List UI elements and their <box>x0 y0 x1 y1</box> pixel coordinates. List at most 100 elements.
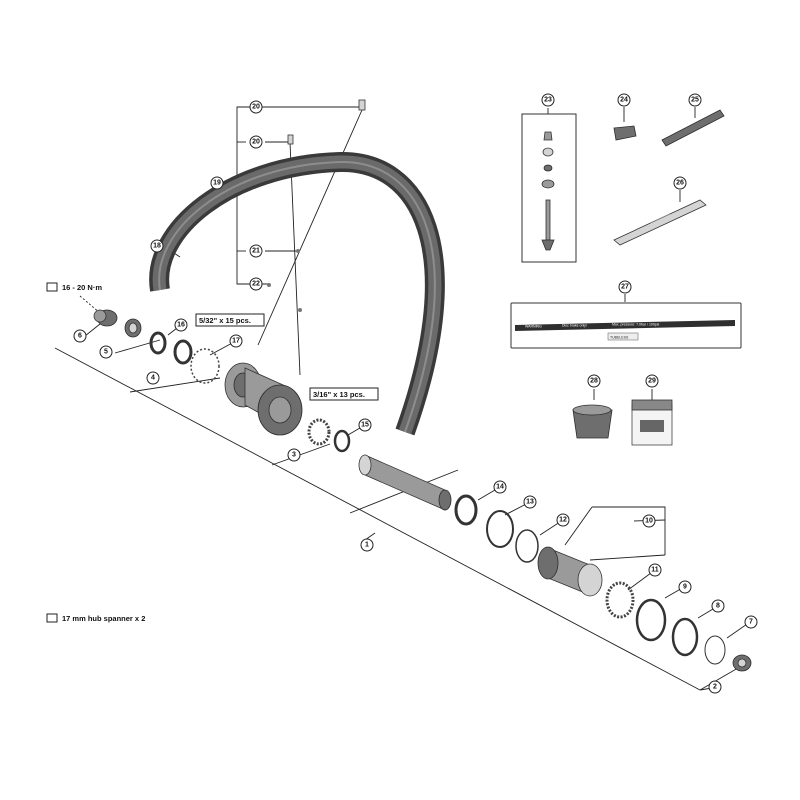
brake-label: Disc brake only! <box>562 324 587 328</box>
leader-lines <box>54 106 751 691</box>
ring-13 <box>486 510 514 548</box>
svg-text:4: 4 <box>151 375 155 382</box>
callout-22: 22 <box>249 277 263 291</box>
svg-text:11: 11 <box>651 567 659 574</box>
torque-text: 16 - 20 N·m <box>62 283 102 292</box>
callout-2: 2 <box>708 680 722 694</box>
callout-15: 15 <box>358 418 372 432</box>
right-end-cap <box>732 654 752 672</box>
ratchet-ring <box>605 581 635 619</box>
warning-label: WARNING <box>525 325 542 329</box>
ball-note-large: 5/32" x 15 pcs. <box>195 313 265 327</box>
callout-16: 16 <box>174 318 188 332</box>
callout-8: 8 <box>711 599 725 613</box>
pressure-label: Max. pressure: 7.0bar / 100psi <box>612 323 659 327</box>
svg-text:22: 22 <box>252 281 260 288</box>
callout-17: 17 <box>229 334 243 348</box>
callout-3: 3 <box>287 448 301 462</box>
svg-text:29: 29 <box>648 378 656 385</box>
svg-text:26: 26 <box>676 180 684 187</box>
callout-5: 5 <box>99 345 113 359</box>
spanner-note: 17 mm hub spanner x 2 <box>46 613 145 623</box>
hub-shell <box>224 362 303 436</box>
callout-28: 28 <box>587 374 601 388</box>
callout-9: 9 <box>678 580 692 594</box>
callout-13: 13 <box>523 495 537 509</box>
callout-27: 27 <box>618 280 632 294</box>
left-lock-nut <box>124 318 142 338</box>
svg-text:25: 25 <box>691 97 699 104</box>
axle <box>358 454 452 511</box>
svg-text:17: 17 <box>232 338 240 345</box>
ball-note-small: 3/16" x 13 pcs. <box>309 387 379 401</box>
svg-text:2: 2 <box>713 684 717 691</box>
callout-14: 14 <box>493 480 507 494</box>
svg-text:21: 21 <box>252 248 260 255</box>
bearing-left <box>173 339 193 365</box>
left-end-cap <box>93 309 118 327</box>
svg-text:18: 18 <box>153 243 161 250</box>
rim <box>149 151 445 436</box>
callout-18: 18 <box>150 239 164 253</box>
ball-small-text: 3/16" x 13 pcs. <box>313 390 365 399</box>
callout-1: 1 <box>360 538 374 552</box>
svg-text:14: 14 <box>496 484 504 491</box>
svg-text:12: 12 <box>559 517 567 524</box>
ring-12 <box>515 529 539 563</box>
valve-box <box>521 113 577 263</box>
callout-21: 21 <box>249 244 263 258</box>
svg-text:9: 9 <box>683 584 687 591</box>
svg-text:10: 10 <box>645 518 653 525</box>
tubeless-label: TUBELESS <box>610 336 629 340</box>
spoke-parts <box>267 99 366 312</box>
left-cone <box>149 331 167 355</box>
callout-20-washer: 20 <box>249 135 263 149</box>
ring-7 <box>704 635 726 665</box>
ring-9 <box>635 598 667 642</box>
cone-right <box>333 429 351 453</box>
nipple-washer-icon <box>287 134 294 145</box>
nipple-icon <box>358 99 366 111</box>
svg-text:20: 20 <box>252 139 260 146</box>
callout-23: 23 <box>541 93 555 107</box>
callout-7: 7 <box>744 615 758 629</box>
svg-text:8: 8 <box>716 603 720 610</box>
callout-12: 12 <box>556 513 570 527</box>
callout-20-top: 20 <box>249 100 263 114</box>
sticker-box-27: WARNING Disc brake only! Max. pressure: … <box>510 302 742 349</box>
svg-text:6: 6 <box>78 333 82 340</box>
callout-10: 10 <box>642 514 656 528</box>
ring-8 <box>671 617 699 657</box>
spanner-text: 17 mm hub spanner x 2 <box>62 614 145 623</box>
seal-17 <box>190 348 220 384</box>
callout-25: 25 <box>688 93 702 107</box>
body-28 <box>572 404 613 439</box>
bearing-right <box>307 418 331 446</box>
torque-note: 16 - 20 N·m <box>46 282 102 292</box>
freehub-body <box>537 546 603 597</box>
svg-text:23: 23 <box>544 97 552 104</box>
callout-26: 26 <box>673 176 687 190</box>
callout-29: 29 <box>645 374 659 388</box>
callout-6: 6 <box>73 329 87 343</box>
svg-text:27: 27 <box>621 284 629 291</box>
grease-jar-29 <box>631 399 673 446</box>
svg-text:28: 28 <box>590 378 598 385</box>
svg-text:15: 15 <box>361 422 369 429</box>
svg-text:19: 19 <box>213 180 221 187</box>
svg-text:13: 13 <box>526 499 534 506</box>
callout-11: 11 <box>648 563 662 577</box>
spoke-wrench-25 <box>661 109 725 147</box>
rim-tape-26 <box>613 199 707 246</box>
svg-text:16: 16 <box>177 322 185 329</box>
svg-text:5: 5 <box>104 349 108 356</box>
callout-19: 19 <box>210 176 224 190</box>
svg-text:24: 24 <box>620 97 628 104</box>
svg-text:20: 20 <box>252 104 260 111</box>
ball-large-text: 5/32" x 15 pcs. <box>199 316 251 325</box>
seal-14 <box>454 494 478 526</box>
valve-tool-24 <box>613 125 637 141</box>
svg-text:7: 7 <box>749 619 753 626</box>
svg-text:3: 3 <box>292 452 296 459</box>
